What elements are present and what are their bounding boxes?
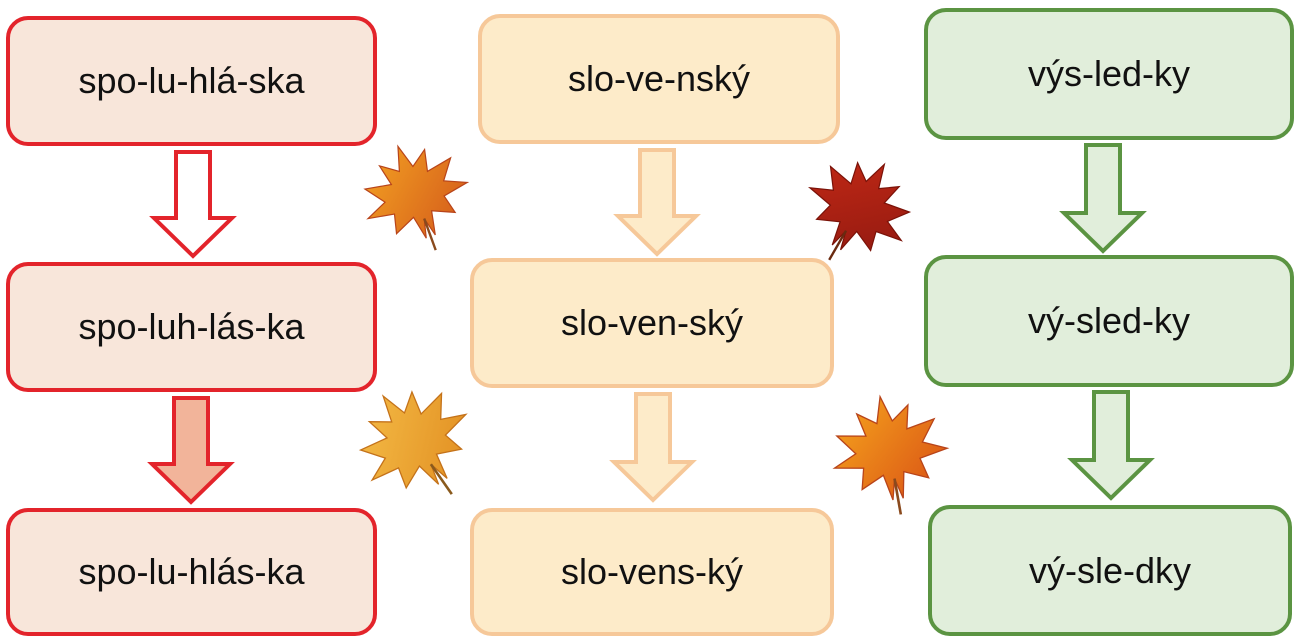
down-arrow-icon — [609, 392, 697, 503]
down-arrow-icon — [1067, 390, 1155, 501]
word-label: slo-ven-ský — [560, 302, 744, 343]
word-label: spo-lu-hlás-ka — [78, 551, 305, 592]
down-arrow-icon — [147, 396, 235, 505]
word-box-red-2: spo-luh-lás-ka — [6, 262, 377, 392]
word-box-green-1: výs-led-ky — [924, 8, 1294, 140]
word-box-green-2: vý-sled-ky — [924, 255, 1294, 387]
down-arrow-icon — [613, 148, 701, 257]
word-label: výs-led-ky — [1027, 53, 1191, 94]
maple-leaf-icon — [363, 144, 470, 251]
word-label: vý-sled-ky — [1027, 300, 1191, 341]
word-box-red-3: spo-lu-hlás-ka — [6, 508, 377, 636]
word-box-red-1: spo-lu-hlá-ska — [6, 16, 377, 146]
word-box-peach-3: slo-vens-ký — [470, 508, 834, 636]
word-label: slo-vens-ký — [560, 551, 744, 592]
word-box-peach-2: slo-ven-ský — [470, 258, 834, 388]
word-label: vý-sle-dky — [1028, 549, 1192, 591]
word-label: spo-lu-hlá-ska — [78, 60, 305, 101]
word-label: slo-ve-nský — [567, 58, 751, 99]
down-arrow-icon — [1059, 143, 1147, 254]
maple-leaf-icon — [358, 390, 468, 495]
maple-leaf-icon — [832, 394, 950, 515]
down-arrow-icon — [149, 150, 237, 259]
word-box-green-3: vý-sle-dky — [928, 505, 1292, 636]
maple-leaf-icon — [808, 160, 912, 261]
word-label: spo-luh-lás-ka — [78, 306, 305, 347]
word-box-peach-1: slo-ve-nský — [478, 14, 840, 144]
